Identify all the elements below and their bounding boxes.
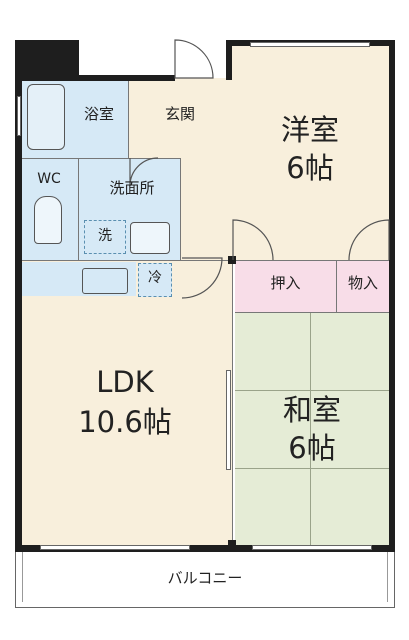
ldk-label: LDK (96, 365, 154, 399)
tatami-line (310, 313, 311, 545)
partition (180, 158, 181, 260)
wc-label: WC (37, 171, 61, 187)
tatami-line (235, 468, 389, 469)
ldk-room (21, 260, 232, 545)
partition (232, 260, 389, 261)
balcony-label: バルコニー (167, 569, 243, 587)
washer-space (84, 220, 126, 254)
partition (232, 260, 233, 545)
wall (15, 40, 79, 80)
ldk-size-label: 10.6帖 (78, 405, 172, 439)
wall (228, 540, 236, 552)
washroom-label: 洗面所 (109, 179, 155, 197)
japanese-label: 和室 (282, 393, 341, 427)
sink (82, 268, 128, 294)
tatami-line (235, 390, 310, 391)
partition (235, 312, 389, 313)
partition (21, 158, 180, 159)
balcony (15, 552, 395, 608)
window (40, 545, 190, 550)
storage-room (337, 260, 389, 312)
balcony-rail (22, 552, 388, 602)
window (252, 545, 372, 550)
wall (228, 256, 236, 264)
hallway (180, 158, 232, 260)
wash-basin (130, 222, 170, 254)
partition (336, 260, 337, 312)
wall (15, 545, 395, 552)
bathtub (27, 84, 65, 150)
fridge-space (138, 263, 172, 297)
washer-label: 洗 (98, 228, 112, 244)
wall (15, 75, 175, 81)
kitchen-counter (21, 262, 136, 296)
closet-room (235, 260, 336, 312)
closet-label: 押入 (270, 274, 301, 292)
entrance-label: 玄関 (164, 105, 195, 123)
window (17, 96, 21, 136)
partition (21, 260, 232, 261)
bath-label: 浴室 (83, 105, 114, 123)
window (250, 42, 370, 47)
wall (389, 40, 395, 552)
fridge-label: 冷 (148, 270, 162, 286)
western-size-label: 6帖 (286, 151, 334, 185)
storage-label: 物入 (347, 274, 378, 292)
partition (128, 78, 129, 158)
japanese-size-label: 6帖 (288, 431, 336, 465)
toilet (34, 196, 62, 244)
partition (78, 158, 79, 260)
western-label: 洋室 (280, 113, 339, 147)
wall (226, 40, 232, 80)
tatami-line (310, 390, 389, 391)
japanese-room (235, 313, 389, 545)
window (226, 370, 231, 470)
wall (15, 40, 22, 552)
